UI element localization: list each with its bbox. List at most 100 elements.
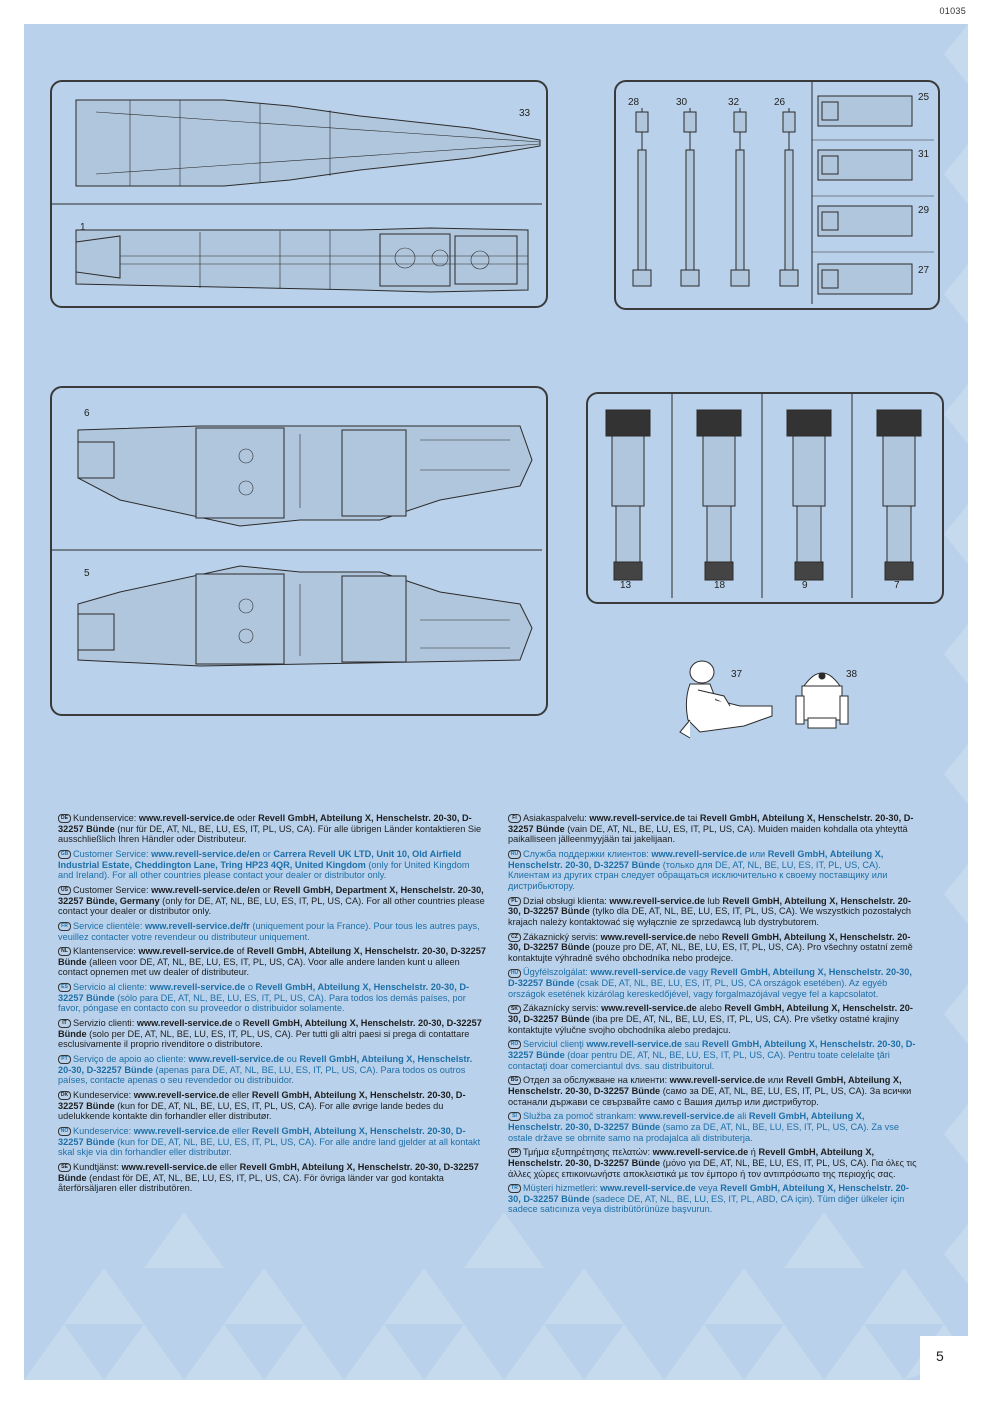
service-text: Kundeservice:: [73, 1090, 134, 1101]
service-bold-text: www.revell-service.de: [586, 1039, 682, 1050]
part-number-7: 7: [894, 580, 900, 591]
service-text: or: [260, 848, 274, 859]
service-bold-text: Revell GmbH, Department X, Henschelstr. …: [58, 884, 484, 906]
service-text: Zákaznický servis:: [523, 931, 601, 942]
part-number-33: 33: [519, 108, 531, 119]
triangle-pattern-right: [944, 24, 968, 1284]
service-text: (alleen voor DE, AT, NL, BE, LU, ES, IT,…: [58, 956, 460, 978]
service-bold-text: www.revell-service.de: [121, 1162, 218, 1173]
service-text: Kundeservice:: [73, 1126, 134, 1137]
service-text: oder: [234, 813, 259, 823]
service-text: или: [747, 848, 768, 859]
service-bold-text: www.revell-service.de: [669, 1075, 766, 1086]
service-text: Τμήμα εξυπηρέτησης πελατών:: [523, 1147, 653, 1158]
service-text: veya: [695, 1183, 721, 1194]
service-bold-text: www.revell-service.de: [652, 1147, 749, 1158]
part-number-37: 37: [731, 669, 743, 680]
service-bold-text: www.revell-service.de: [600, 1183, 696, 1194]
service-bold-text: Revell GmbH, Abteilung X, Henschelstr. 2…: [508, 1039, 916, 1060]
service-bold-text: Revell GmbH, Abteilung X, Henschelstr. 2…: [508, 1003, 913, 1025]
country-flag-icon: ES: [58, 983, 71, 993]
service-bold-text: Revell GmbH, Abteilung X, Henschelstr. 2…: [58, 1162, 479, 1183]
country-flag-icon: DK: [58, 1091, 71, 1101]
service-text: Customer Service:: [73, 884, 152, 895]
service-text: (sadece DE, AT, NL, BE, LU, ES, IT, PL, …: [508, 1193, 905, 1215]
service-text: eller: [229, 1090, 252, 1101]
service-bold-text: Revell GmbH, Abteilung X, Henschelstr. 2…: [58, 1126, 466, 1147]
service-text: Kundtjänst:: [73, 1162, 122, 1173]
service-text: Müşteri hizmetleri:: [523, 1183, 601, 1194]
service-text: (kun for DE, AT, NL, BE, LU, ES, IT, PL,…: [58, 1100, 444, 1122]
service-text: (solo per DE, AT, NL, BE, LU, ES, IT, PL…: [58, 1028, 470, 1050]
triangle-pattern-bottom: [24, 1212, 968, 1380]
service-text: (only for United Kingdom and Ireland). F…: [58, 859, 470, 881]
service-text: (nur für DE, AT, NL, BE, LU, ES, IT, PL,…: [58, 823, 482, 845]
service-bold-text: Revell GmbH, Abteilung X, Henschelstr. 2…: [508, 1075, 902, 1096]
service-text: (samo za DE, AT, NL, BE, LU, ES, IT, PL,…: [508, 1121, 899, 1143]
service-bold-text: www.revell-service.de/fr: [145, 920, 250, 931]
service-text: nebo: [696, 931, 722, 942]
service-text: (sólo para DE, AT, NL, BE, LU, ES, IT, P…: [58, 992, 466, 1014]
service-bold-text: www.revell-service.de: [133, 1126, 230, 1137]
sprue-frame-struts: [614, 80, 940, 310]
service-bold-text: Revell GmbH, Abteilung X, Henschelstr. 2…: [508, 895, 911, 917]
service-text: Dział obsługi klienta:: [523, 895, 610, 906]
part-number-25: 25: [918, 92, 930, 103]
service-text: (pouze pro DE, AT, NL, BE, LU, ES, IT, P…: [508, 942, 913, 963]
service-text: eller: [229, 1126, 252, 1137]
service-text: o: [232, 1018, 243, 1029]
part-number-31: 31: [918, 149, 930, 160]
part-number-6: 6: [84, 408, 90, 419]
country-flag-icon: SI: [508, 1112, 521, 1122]
service-text: (doar pentru DE, AT, NL, BE, LU, ES, IT,…: [508, 1050, 890, 1071]
country-flag-icon: NL: [58, 947, 71, 957]
part-number-32: 32: [728, 97, 740, 108]
service-text: ή: [748, 1147, 759, 1158]
service-text: or: [260, 884, 274, 895]
country-flag-icon: US: [58, 886, 71, 895]
service-text: (только для DE, AT, NL, BE, LU, ES, IT, …: [508, 859, 888, 891]
service-bold-text: www.revell-service.de: [133, 1090, 230, 1101]
service-text: Služba za pomoč strankam:: [523, 1111, 639, 1122]
sprue-frame-landing-gear: [586, 392, 944, 604]
country-flag-icon: FI: [508, 814, 521, 824]
part-number-9: 9: [802, 580, 808, 591]
service-text: ou: [284, 1054, 300, 1065]
service-bold-text: www.revell-service.de: [589, 813, 686, 823]
country-flag-icon: PL: [508, 896, 521, 906]
service-text: Servicio al cliente:: [73, 982, 150, 993]
part-number-29: 29: [918, 205, 930, 216]
service-text: Service clientèle:: [73, 920, 146, 931]
sprue-frame-fuselage: [50, 80, 548, 308]
service-text: (tylko dla DE, AT, NL, BE, LU, ES, IT, P…: [508, 906, 912, 927]
service-text: (vain DE, AT, NL, BE, LU, ES, IT, PL, US…: [508, 823, 908, 845]
part-number-30: 30: [676, 97, 688, 108]
service-text: (csak DE, AT, NL, BE, LU, ES, IT, PL, US…: [508, 978, 888, 999]
service-bold-text: Revell GmbH, Abteilung X, Henschelstr. 2…: [508, 1147, 875, 1168]
service-bold-text: Revell GmbH, Abteilung X, Henschelstr. 2…: [508, 967, 912, 989]
country-flag-icon: NO: [58, 1127, 71, 1137]
part-number-26: 26: [774, 97, 786, 108]
service-text: tai: [685, 813, 700, 823]
country-flag-icon: IT: [58, 1019, 71, 1029]
service-text: (apenas para DE, AT, NL, BE, LU, ES, IT,…: [58, 1064, 466, 1086]
country-flag-icon: RO: [508, 1040, 521, 1050]
service-text: lub: [704, 895, 723, 906]
service-text: или: [765, 1075, 787, 1086]
country-flag-icon: PT: [58, 1055, 71, 1065]
service-bold-text: Revell GmbH, Abteilung X, Henschelstr. 2…: [58, 1090, 466, 1111]
service-text: Servizio clienti:: [73, 1018, 137, 1029]
